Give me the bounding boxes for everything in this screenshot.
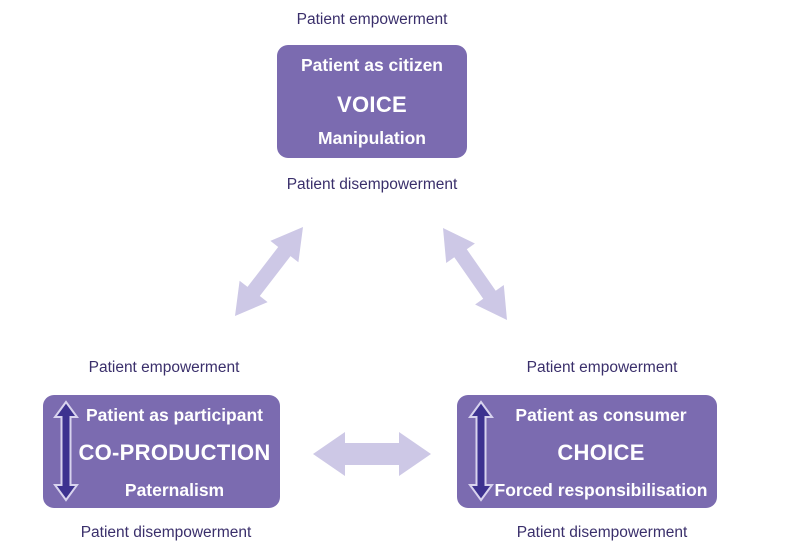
choice-role-text: Patient as consumer [515, 405, 687, 425]
left-empowerment-label: Patient empowerment [88, 359, 240, 376]
top-empowerment-label: Patient empowerment [296, 11, 448, 28]
co-production-title: CO-PRODUCTION [78, 440, 271, 465]
left-disempowerment-label: Patient disempowerment [80, 524, 252, 541]
vertical-double-arrow-icon [468, 400, 494, 502]
double-arrow-icon [235, 227, 303, 316]
co-production-risk-text: Paternalism [124, 480, 225, 500]
double-arrow-icon [313, 432, 431, 476]
choice-risk-text: Forced responsibilisation [494, 480, 708, 500]
choice-box: Patient as consumer CHOICE Forced respon… [457, 395, 717, 508]
top-disempowerment-label: Patient disempowerment [286, 176, 458, 193]
co-production-box: Patient as participant CO-PRODUCTION Pat… [43, 395, 280, 508]
double-arrow-icon [443, 228, 507, 320]
voice-risk-text: Manipulation [318, 128, 426, 148]
right-disempowerment-label: Patient disempowerment [516, 524, 688, 541]
vertical-double-arrow-icon [53, 400, 79, 502]
voice-box: Patient as citizen VOICE Manipulation [277, 45, 467, 158]
choice-title: CHOICE [557, 440, 645, 465]
voice-title: VOICE [337, 92, 407, 117]
right-empowerment-label: Patient empowerment [526, 359, 678, 376]
voice-role-text: Patient as citizen [301, 55, 443, 75]
co-production-role-text: Patient as participant [86, 405, 263, 425]
